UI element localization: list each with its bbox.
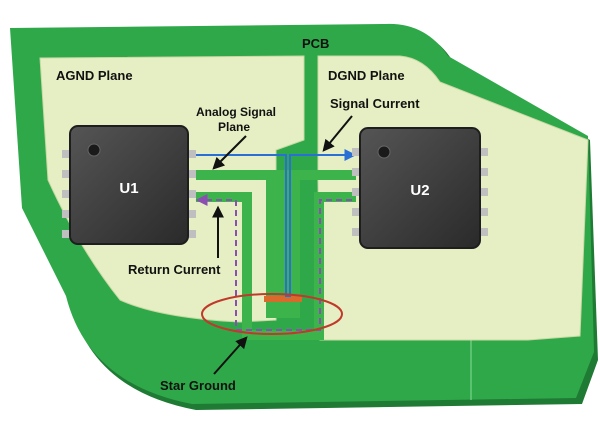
star-ground-label: Star Ground — [160, 378, 236, 393]
return-trace — [196, 192, 356, 340]
star-ground-ellipse — [201, 293, 343, 335]
chip-u1-label: U1 — [119, 180, 138, 197]
dgnd-plane-label: DGND Plane — [328, 68, 405, 83]
return-current-path — [195, 194, 352, 331]
analog-signal-plane-arrow — [212, 135, 247, 170]
star-ground-arrow — [213, 336, 248, 375]
analog-signal-plane-trace — [196, 170, 356, 318]
agnd-plane-label: AGND Plane — [56, 68, 133, 83]
star-ground-pad — [264, 296, 302, 302]
chip-u2 — [352, 127, 488, 249]
pcb-label: PCB — [302, 36, 329, 51]
analog-signal-label-line2: Plane — [218, 120, 250, 134]
chip-u1 — [62, 125, 196, 245]
return-current-label: Return Current — [128, 262, 221, 277]
pcb-divider-highlight — [470, 330, 472, 400]
chip-u2-pin1-dot — [377, 145, 391, 159]
signal-current-path — [194, 149, 357, 297]
chip-u2-label: U2 — [410, 182, 429, 199]
signal-current-arrow — [322, 115, 353, 152]
analog-signal-label-line1: Analog Signal — [196, 105, 276, 119]
chip-u1-pin1-dot — [87, 143, 101, 157]
signal-current-label: Signal Current — [330, 96, 420, 111]
